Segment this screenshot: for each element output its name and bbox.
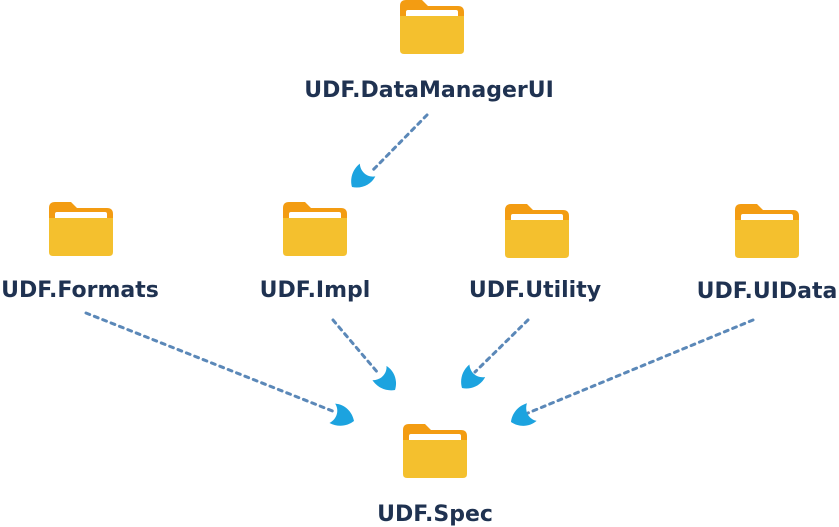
node-spec[interactable]: UDF.Spec <box>377 424 493 527</box>
node-utility[interactable]: UDF.Utility <box>469 204 601 303</box>
arrow-head-icon <box>506 402 537 432</box>
edge-uidata-to-spec <box>506 318 755 432</box>
edge-formats-to-spec <box>84 311 358 432</box>
node-impl[interactable]: UDF.Impl <box>260 202 371 303</box>
folder-icon <box>400 0 464 54</box>
arrow-head-icon <box>327 402 358 432</box>
edges <box>84 113 755 432</box>
edge-impl-to-spec <box>331 318 403 398</box>
node-label: UDF.DataManagerUI <box>304 78 554 103</box>
node-label: UDF.Utility <box>469 278 601 303</box>
folder-icon <box>735 204 799 258</box>
node-label: UDF.UIData <box>697 279 838 304</box>
folder-icon <box>49 202 113 256</box>
edge-utility-to-spec <box>453 318 530 395</box>
folder-icon <box>403 424 467 478</box>
node-uidata[interactable]: UDF.UIData <box>697 204 838 304</box>
node-label: UDF.Impl <box>260 278 371 303</box>
node-label: UDF.Spec <box>377 502 493 527</box>
folder-icon <box>505 204 569 258</box>
node-label: UDF.Formats <box>1 278 159 303</box>
arrow-head-icon <box>344 162 377 195</box>
node-datamanagerui[interactable]: UDF.DataManagerUI <box>304 0 554 103</box>
node-formats[interactable]: UDF.Formats <box>1 202 159 303</box>
folder-icon <box>283 202 347 256</box>
edge-datamanagerui-to-impl <box>344 113 429 195</box>
